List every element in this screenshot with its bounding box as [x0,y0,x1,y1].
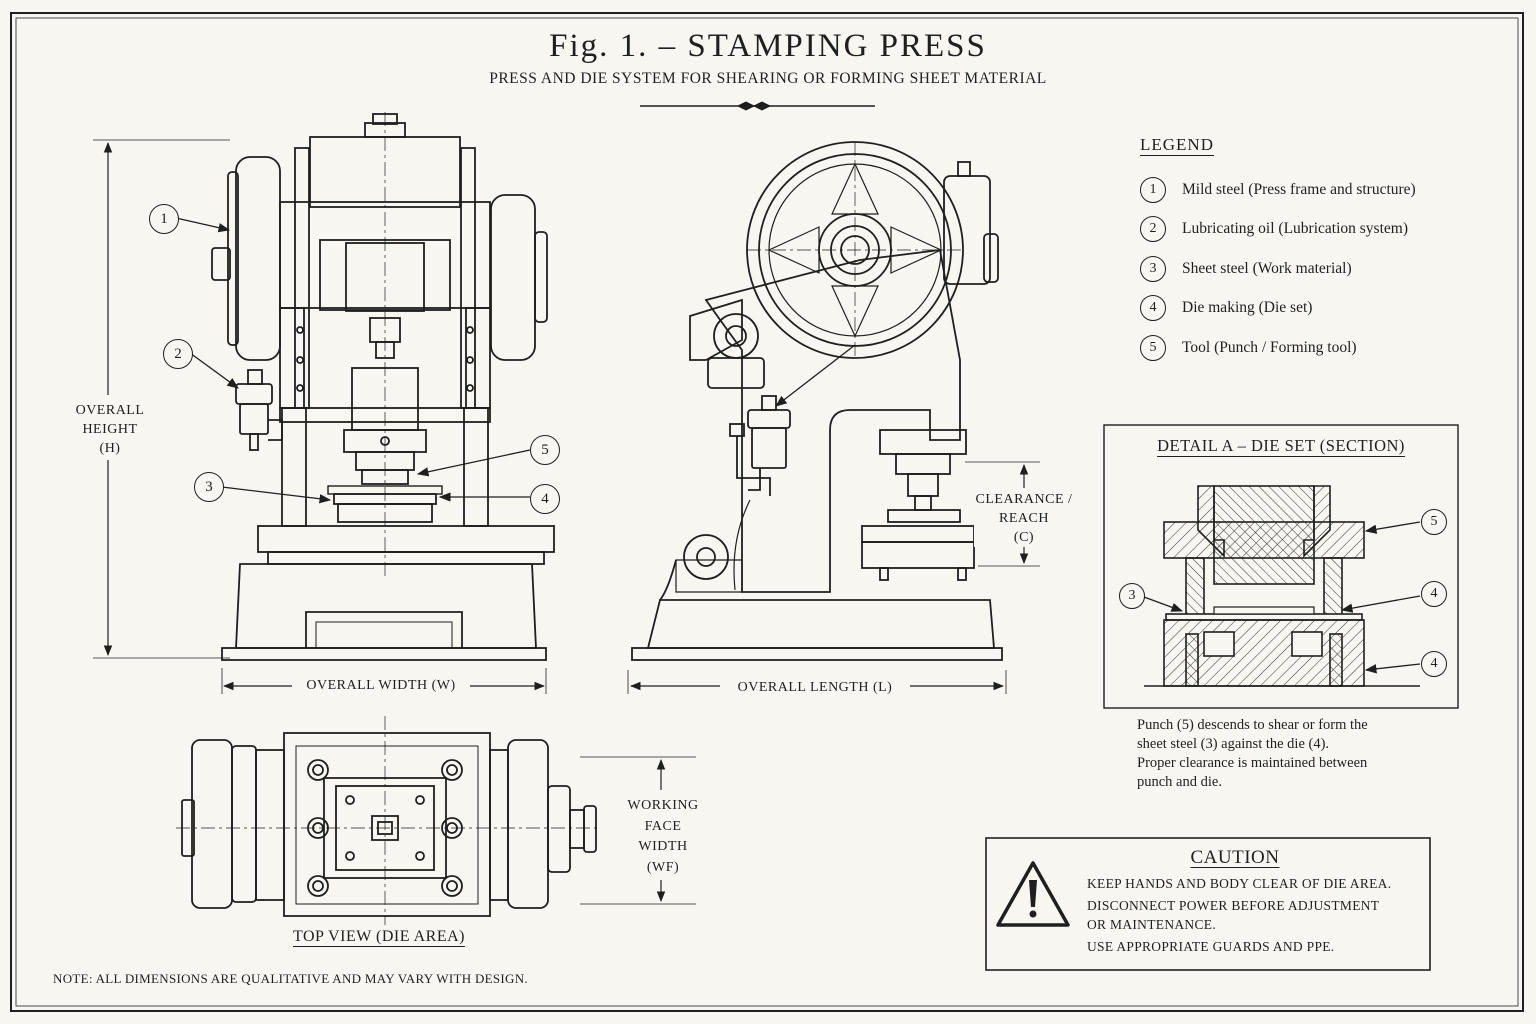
legend-number: 1 [1140,177,1166,203]
working-face-dimension [580,756,696,905]
detail-callout-5: 5 [1421,509,1447,535]
caution-title: CAUTION [1190,847,1280,868]
detail-callout-4-upper: 4 [1421,581,1447,607]
figure-title: Fig. 1. – STAMPING PRESS [549,28,987,64]
length-dimension [627,670,1007,694]
width-dimension-label: OVERALL WIDTH (W) [292,676,470,695]
length-dimension-label: OVERALL LENGTH (L) [720,678,910,697]
legend-number: 3 [1140,256,1166,282]
legend-label: Sheet steel (Work material) [1182,260,1352,277]
callout-5-punch: 5 [530,435,560,465]
legend-number: 2 [1140,216,1166,242]
legend-number: 4 [1140,295,1166,321]
warning-triangle-icon [996,861,1070,927]
sheet-border [10,12,1524,1012]
legend-label: Mild steel (Press frame and structure) [1182,181,1416,198]
caution-line: KEEP HANDS AND BODY CLEAR OF DIE AREA. [1087,876,1392,891]
front-view [211,112,555,661]
legend-number: 5 [1140,335,1166,361]
legend-heading: LEGEND [1140,135,1214,154]
legend-item: 2 Lubricating oil (Lubrication system) [1140,216,1408,242]
caution-line: DISCONNECT POWER BEFORE ADJUSTMENT [1087,898,1380,913]
detail-a-title: DETAIL A – DIE SET (SECTION) [1157,436,1405,455]
side-view [631,141,1003,661]
detail-callout-3: 3 [1119,583,1145,609]
legend-item: 3 Sheet steel (Work material) [1140,256,1352,282]
callout-1-frame: 1 [149,204,179,234]
detail-a-leaders [1143,521,1421,674]
clearance-dimension-label: CLEARANCE / REACH (C) [974,490,1074,547]
legend-label: Die making (Die set) [1182,299,1313,316]
legend-item: 5 Tool (Punch / Forming tool) [1140,335,1357,361]
front-view-leaders [175,217,531,504]
dimensions-note: NOTE: ALL DIMENSIONS ARE QUALITATIVE AND… [53,971,528,986]
side-view-leaders [775,344,856,407]
height-dimension-label: OVERALL HEIGHT (H) [68,401,152,458]
sheet-inner-border [15,17,1519,1007]
callout-4-die: 4 [530,484,560,514]
caution-line: USE APPROPRIATE GUARDS AND PPE. [1087,939,1335,954]
detail-a [1103,424,1459,709]
caution-line: OR MAINTENANCE. [1087,917,1216,932]
legend-item: 4 Die making (Die set) [1140,295,1312,321]
callout-2-lubricator: 2 [163,339,193,369]
figure-subtitle: PRESS AND DIE SYSTEM FOR SHEARING OR FOR… [489,70,1047,87]
detail-callout-4-lower: 4 [1421,651,1447,677]
callout-3-sheet: 3 [194,472,224,502]
working-face-dimension-label: WORKING FACE WIDTH (WF) [620,796,706,878]
legend-label: Tool (Punch / Forming tool) [1182,339,1357,356]
clearance-dimension [965,461,1040,567]
legend-item: 1 Mild steel (Press frame and structure) [1140,177,1416,203]
title-ornament [640,101,875,111]
width-dimension [221,668,547,694]
legend-label: Lubricating oil (Lubrication system) [1182,220,1408,237]
caution-box [985,837,1431,971]
top-view [176,716,600,925]
height-dimension [93,139,230,659]
top-view-label: TOP VIEW (DIE AREA) [293,928,466,945]
detail-description: Punch (5) descends to shear or form the … [1137,717,1368,790]
